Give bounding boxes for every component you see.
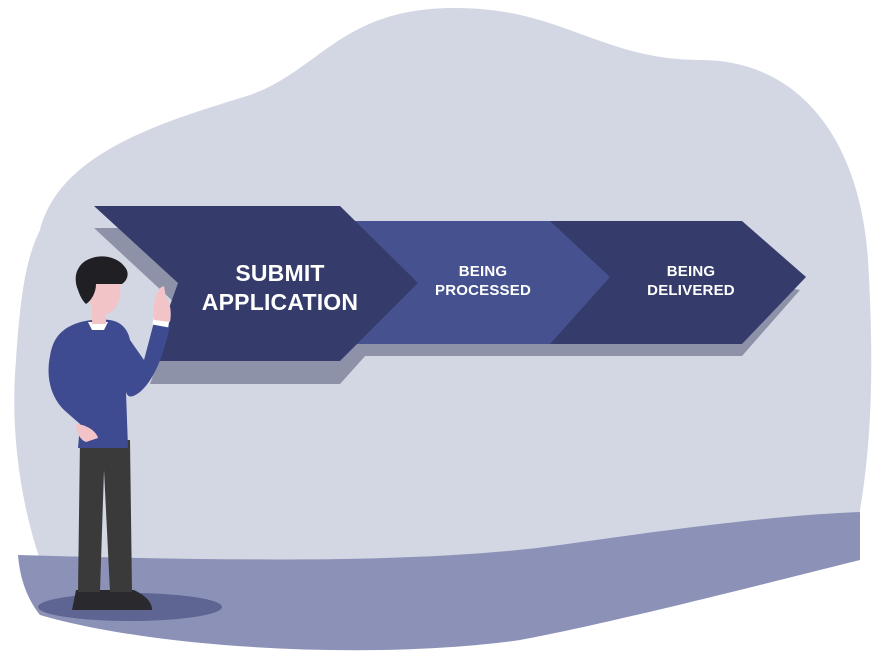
person-right-shoe bbox=[106, 590, 152, 610]
person-raised-hand bbox=[153, 286, 171, 322]
arrow-step-1 bbox=[94, 206, 418, 361]
person-pointing-illustration bbox=[38, 256, 222, 621]
step-label-submit-application: SUBMIT APPLICATION bbox=[201, 260, 359, 315]
arrow-step-2 bbox=[350, 221, 610, 344]
person-sweater bbox=[48, 319, 170, 448]
person-pants bbox=[78, 440, 132, 592]
ground-area bbox=[18, 512, 860, 651]
person-left-shoe bbox=[72, 590, 110, 610]
step-label-being-delivered: BEING DELIVERED bbox=[647, 263, 735, 299]
step-label-being-processed: BEING PROCESSED bbox=[435, 263, 531, 299]
person-hair bbox=[75, 256, 128, 304]
arrow-step-3 bbox=[548, 221, 806, 344]
person-left-hand bbox=[76, 424, 98, 442]
